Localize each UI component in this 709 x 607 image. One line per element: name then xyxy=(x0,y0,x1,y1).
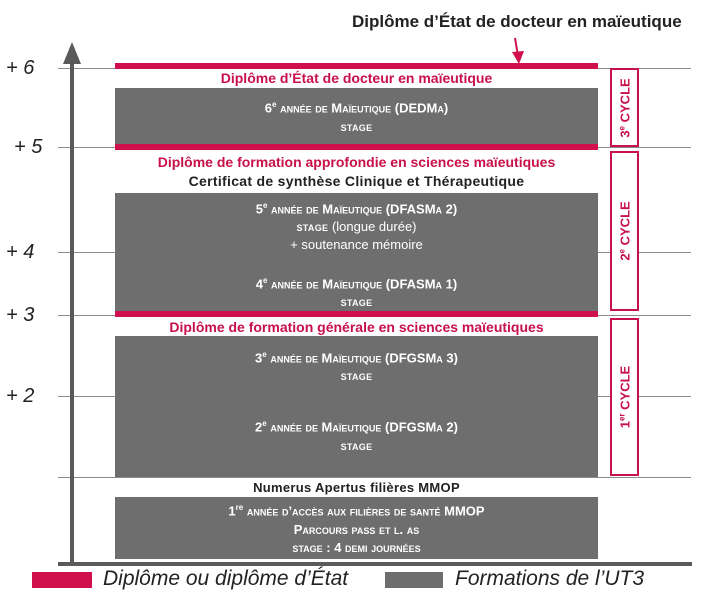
year-6-sub: stage xyxy=(340,118,373,134)
cycle-3-box: 3e CYCLE xyxy=(610,68,639,147)
certificat-title: Certificat de synthèse Clinique et Théra… xyxy=(188,173,525,189)
y-label-4: + 4 xyxy=(6,241,35,263)
top-label: Diplôme d’État de docteur en maïeutique xyxy=(352,12,682,31)
year-3-ord: 3 xyxy=(255,350,263,366)
year-1-block: 1re année d’accès aux filières de santé … xyxy=(115,497,598,559)
year-1-line2: Parcours pass et l. as xyxy=(293,521,420,537)
year-6-block: 6e année de Maïeutique (DEDMa) stage xyxy=(115,88,598,144)
year-5-ord: 5 xyxy=(255,201,263,217)
year-5-sub2: (longue durée) xyxy=(328,219,417,235)
y-label-5: + 5 xyxy=(14,136,43,158)
year-5-sup: e xyxy=(262,201,268,210)
year-6-ord: 6 xyxy=(264,100,273,116)
cycle-1-box: 1er CYCLE xyxy=(610,318,639,476)
year-6-title: année de Maïeutique (DEDMa) xyxy=(276,100,449,116)
year-6-sup: e xyxy=(272,100,277,110)
pointer-arrow-icon xyxy=(512,37,524,64)
year-3-title: année de Maïeutique (DFGSMa 3) xyxy=(266,350,458,366)
diploma-bar-dfasma xyxy=(115,144,598,150)
year-2-sub: stage xyxy=(340,437,373,453)
year-1-ord: 1 xyxy=(228,503,236,519)
legend-gray-swatch xyxy=(385,572,443,588)
dedma-title: Diplôme d’État de docteur en maïeutique xyxy=(220,70,493,86)
cycle-2-box: 2e CYCLE xyxy=(610,151,639,311)
legend-gray-label: Formations de l’UT3 xyxy=(455,567,645,590)
year-5-4-block: 5e année de Maïeutique (DFASMa 2) stage … xyxy=(115,193,598,311)
numerus-title: Numerus Apertus filières MMOP xyxy=(253,480,460,495)
year-2-title: année de Maïeutique (DFGSMa 2) xyxy=(266,419,458,435)
year-2-sup: e xyxy=(262,419,267,429)
legend-red-swatch xyxy=(32,572,92,588)
year-4-ord: 4 xyxy=(255,276,263,291)
year-3-sup: e xyxy=(262,350,267,359)
cycle-1-label: 1er CYCLE xyxy=(616,365,633,429)
dfasma-title: Diplôme de formation approfondie en scie… xyxy=(157,154,556,170)
y-label-6: + 6 xyxy=(6,57,35,79)
year-5-sub3: + soutenance mémoire xyxy=(290,237,423,253)
legend-red-label: Diplôme ou diplôme d’État xyxy=(103,567,349,590)
cycle-3-label: 3e CYCLE xyxy=(616,77,633,138)
year-5-sub: stage xyxy=(296,219,329,235)
diploma-bar-dfgsma xyxy=(115,311,598,317)
y-label-2: + 2 xyxy=(6,385,35,407)
year-4-sup: e xyxy=(262,275,268,285)
year-1-line3: stage : 4 demi journées xyxy=(292,539,421,555)
year-5-title: année de Maïeutique (DFASMa 2) xyxy=(267,201,458,217)
year-1-title: année d’accès aux filières de santé MMOP xyxy=(243,503,485,519)
x-axis xyxy=(58,562,692,566)
gridline-1 xyxy=(58,477,691,478)
year-4-title: année de Maïeutique (DFASMa 1) xyxy=(267,276,458,291)
year-2-ord: 2 xyxy=(255,419,263,435)
diploma-bar-dedma xyxy=(115,63,598,69)
y-axis-arrow-icon xyxy=(63,42,81,64)
year-1-sup: re xyxy=(235,503,244,513)
year-3-2-block: 3e année de Maïeutique (DFGSMa 3) stage … xyxy=(115,336,598,477)
dfgsma-title: Diplôme de formation générale en science… xyxy=(169,319,544,335)
y-axis xyxy=(70,58,74,566)
y-label-3: + 3 xyxy=(6,304,35,326)
year-4-sub: stage xyxy=(340,294,373,309)
year-3-sub: stage xyxy=(340,368,373,384)
cycle-2-label: 2e CYCLE xyxy=(616,201,633,261)
